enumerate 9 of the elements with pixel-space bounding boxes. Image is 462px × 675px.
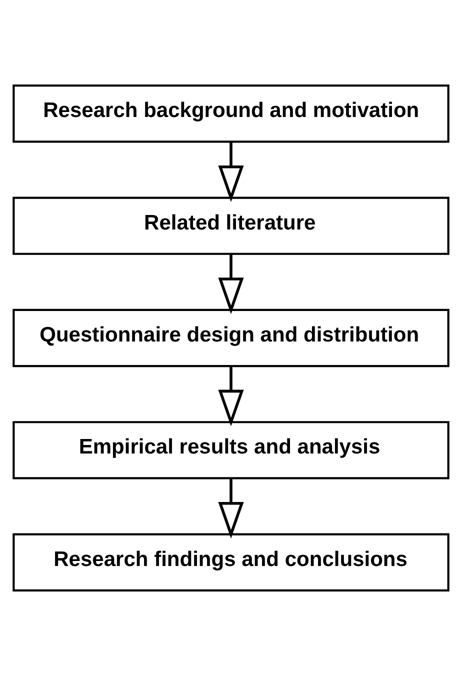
arrow: [218, 142, 244, 202]
node-box: Empirical results and analysis: [12, 420, 450, 479]
arrow: [218, 366, 244, 426]
node-box: Research findings and conclusions: [12, 532, 450, 591]
arrow: [218, 478, 244, 538]
node-box: Research background and motivation: [12, 84, 450, 142]
node-box: Related literature: [12, 196, 450, 254]
arrow: [218, 254, 244, 314]
node-box: Questionnaire design and distribution: [12, 308, 450, 367]
